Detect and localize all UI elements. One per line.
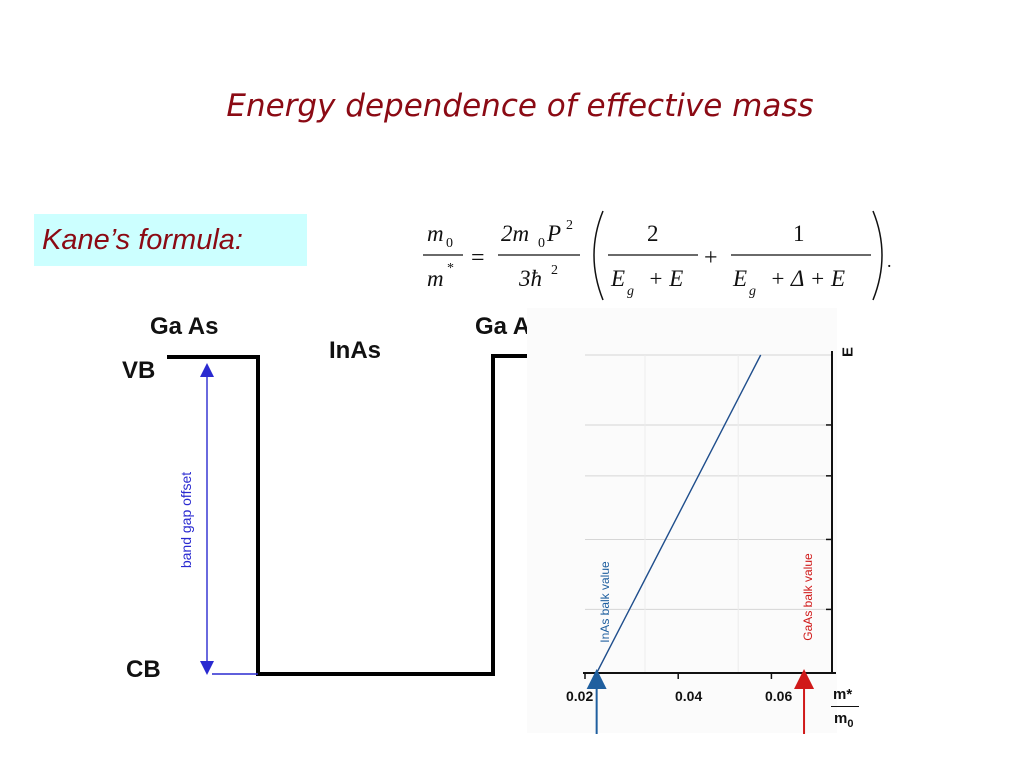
left-parenthesis [593,210,604,301]
x-axis-label-numerator: m* [833,686,853,703]
term2-numerator: 1 [793,221,805,246]
coef-numerator-sup: 2 [566,218,573,233]
slide-title: Energy dependence of effective mass [226,88,814,124]
x-axis-label-m: m [834,710,848,727]
term2-den-rest: + Δ + E [770,266,845,291]
x-tick-label-0: 0.02 [566,688,594,704]
coef-numerator: 2m [501,221,529,246]
lhs-numerator: m [427,221,444,246]
x-tick-label-1: 0.04 [675,688,703,704]
kane-label-box [34,214,307,266]
term1-den-e: E [610,266,625,291]
cb-label: CB [126,656,161,683]
x-axis-label-sub: 0 [847,718,854,730]
coef-numerator-sub: 0 [538,236,545,251]
vb-label: VB [122,357,156,384]
formula-period: . [887,251,892,271]
middle-material-label: InAs [329,337,382,364]
term2-den-e: E [732,266,747,291]
term1-den-sub: g [627,284,634,299]
equals-sign: = [471,245,485,271]
band-edge-profile [167,354,574,676]
y-axis-label: E [839,346,857,358]
x-axis-label-bar [831,706,859,707]
x-tick-label-2: 0.06 [765,688,793,704]
term1-numerator: 2 [647,221,659,246]
kane-formula: m 0 m * = 2m 0 P 2 3ħ 2 2 E g + E + 1 E … [423,210,892,301]
x-axis-label-denominator: m0 [834,710,853,730]
chart-background [527,308,837,733]
kane-label: Kane’s formula: [42,224,243,256]
left-material-label: Ga As [150,313,219,340]
term2-den-sub: g [749,284,756,299]
term1-den-rest: + E [648,266,683,291]
plus-sign: + [704,245,718,271]
series-line-0 [596,354,762,674]
coef-denominator: 3ħ [518,266,542,291]
lhs-denominator: m [427,266,444,291]
coef-denominator-sup: 2 [551,263,558,278]
lhs-denominator-sup: * [447,261,454,276]
lhs-numerator-sub: 0 [446,236,453,251]
right-parenthesis [872,210,883,301]
gaas-marker-label: GaAs balk value [801,553,815,641]
coef-numerator-p: P [546,221,561,246]
inas-marker-label: InAs balk value [598,561,612,643]
